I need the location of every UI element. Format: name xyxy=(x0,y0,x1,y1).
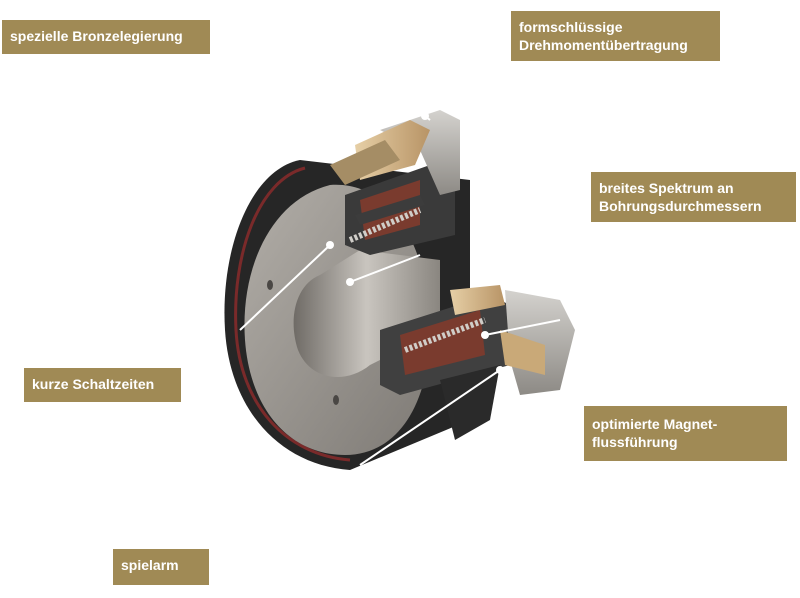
label-text: breites Spektrum an xyxy=(599,180,734,196)
label-bronze-alloy: spezielle Bronzelegierung xyxy=(2,20,210,54)
label-text: kurze Schaltzeiten xyxy=(32,376,155,392)
leader-dots xyxy=(326,112,504,374)
mount-hole xyxy=(333,395,339,405)
mount-hole xyxy=(267,280,273,290)
label-text: optimierte Magnet- xyxy=(592,416,718,432)
red-gap xyxy=(234,166,351,462)
label-text: formschlüssige xyxy=(519,19,623,35)
label-text: Drehmomentübertragung xyxy=(519,37,688,53)
label-low-backlash: spielarm xyxy=(113,549,209,585)
label-bore-diameters: breites Spektrum an Bohrungsdurchmessern xyxy=(591,172,796,222)
label-torque-transmission: formschlüssige Drehmomentübertragung xyxy=(511,11,720,61)
label-text: Bohrungsdurchmessern xyxy=(599,198,762,214)
label-text: spezielle Bronzelegierung xyxy=(10,28,183,44)
label-switching-times: kurze Schaltzeiten xyxy=(24,368,181,402)
upper-cutaway xyxy=(330,110,460,255)
label-text: flussführung xyxy=(592,434,678,450)
leader-lines xyxy=(239,111,561,466)
label-text: spielarm xyxy=(121,557,179,573)
lower-cutaway xyxy=(380,285,575,440)
label-magnetic-flux: optimierte Magnet- flussführung xyxy=(584,406,787,461)
